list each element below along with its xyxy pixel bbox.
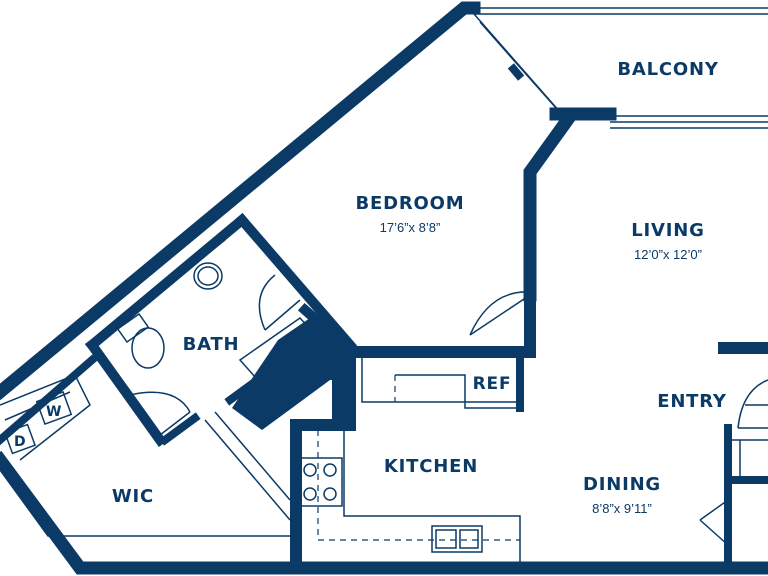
entry-door [737, 379, 768, 429]
toilet [116, 312, 165, 369]
living-dimensions: 12’0”x 12’0” [634, 247, 702, 262]
dryer-label: D [14, 434, 26, 450]
ref-label: REF [473, 374, 512, 394]
bedroom-door [469, 291, 531, 336]
balcony-label: BALCONY [617, 59, 718, 80]
wic-label: WIC [112, 486, 154, 507]
dining-dimensions: 8’8”x 9’11” [592, 501, 652, 516]
kitchen-label: KITCHEN [384, 456, 478, 477]
kitchen-sink [431, 525, 483, 553]
washer-label: W [46, 404, 62, 420]
balcony-area [474, 7, 768, 129]
bath-walls [85, 302, 358, 447]
bathtub [238, 317, 342, 412]
bath-door-2 [129, 391, 191, 436]
kitchen-walls [290, 294, 536, 574]
living-label: LIVING [631, 220, 704, 241]
bedroom-dimensions: 17’6”x 8’8” [380, 220, 441, 235]
bottom-wall [0, 450, 768, 575]
wic-walls [0, 354, 291, 521]
dining-label: DINING [583, 474, 661, 495]
stove [299, 457, 343, 507]
vanity-sink [164, 239, 226, 290]
entry-label: ENTRY [657, 391, 727, 412]
bedroom-diagonal-wall [84, 212, 358, 353]
bedroom-label: BEDROOM [356, 193, 465, 214]
laundry: D W [0, 374, 91, 461]
entry-walls [699, 342, 768, 572]
exterior-wall [0, 1, 617, 401]
bath-label: BATH [183, 334, 240, 355]
bath-door [258, 274, 301, 331]
